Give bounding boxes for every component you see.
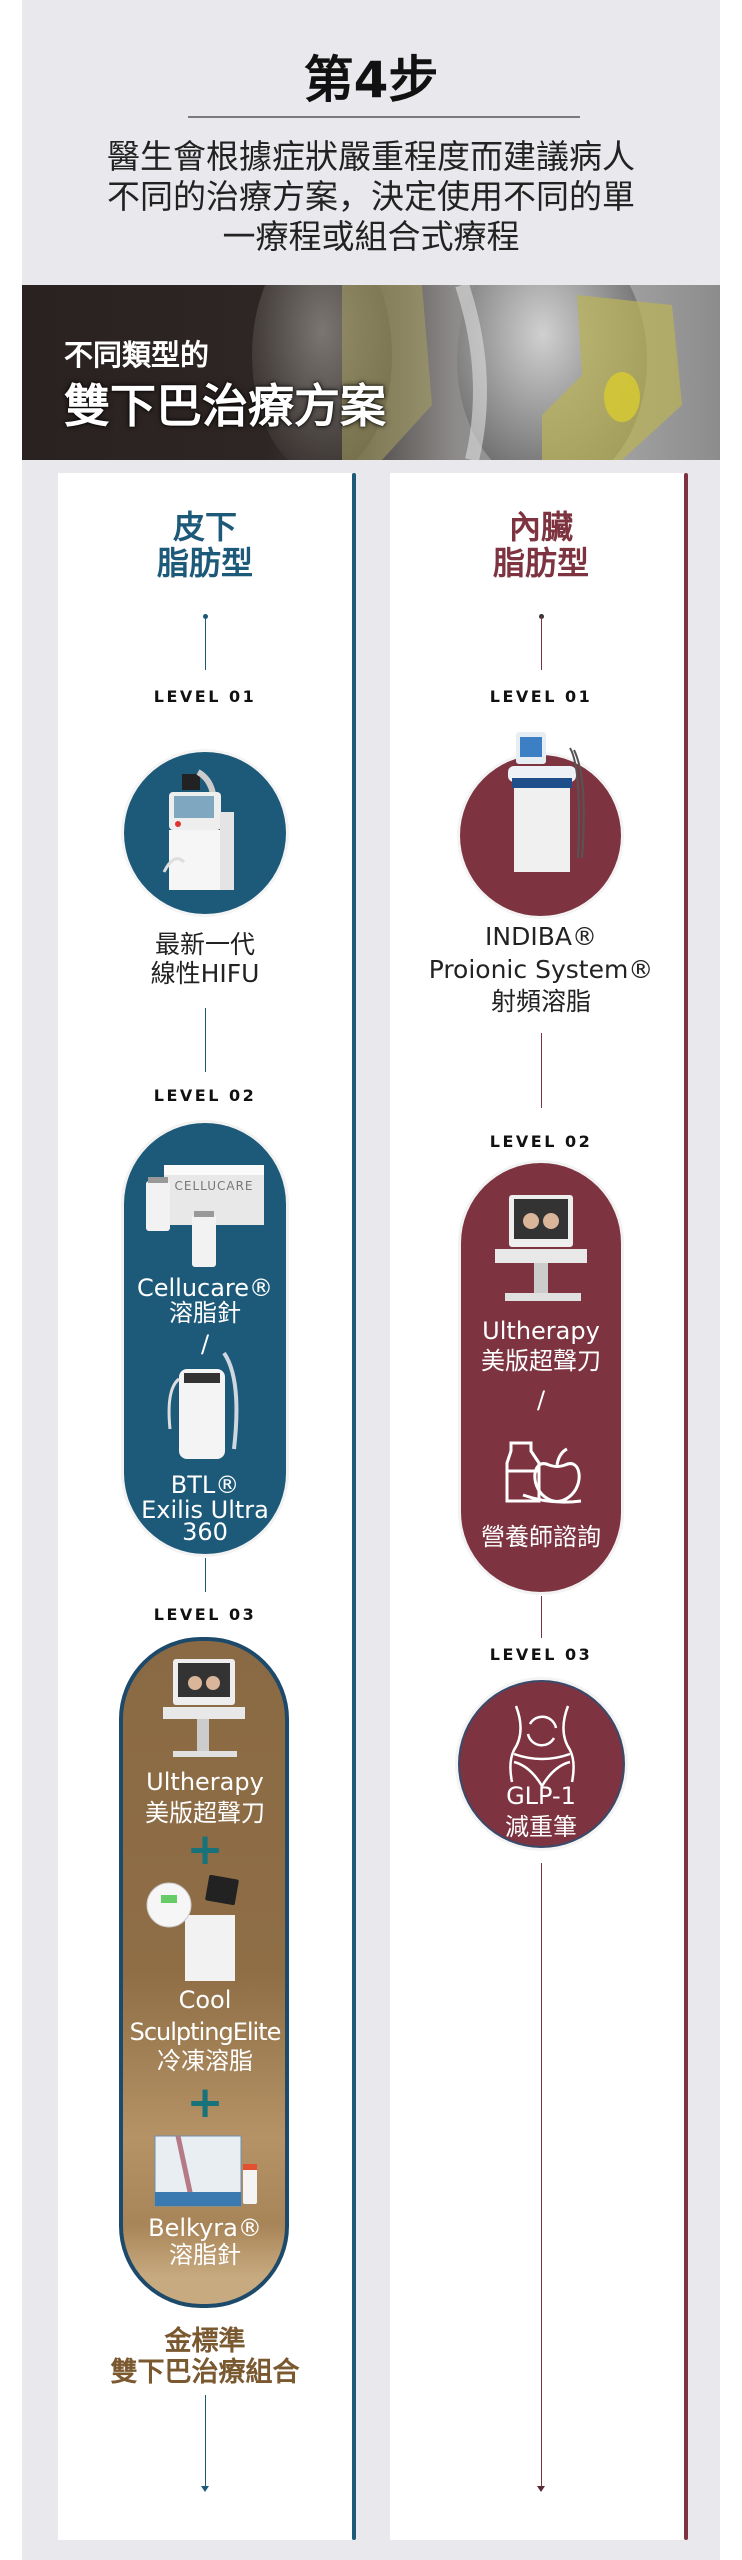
timeline-connector: [541, 1863, 542, 2487]
subcutaneous-heading-1: 皮下: [172, 508, 237, 546]
visceral-level-01-label: LEVEL 01: [489, 687, 593, 706]
indiba-label-3: 射頻溶脂: [490, 987, 591, 1016]
coolsculpting-label-1: Cool: [178, 1986, 232, 2014]
timeline-connector: [205, 1008, 206, 1072]
combo-ultherapy-label-2: 美版超聲刀: [145, 1799, 265, 1827]
coolsculpting-label-2: SculptingElite: [129, 2018, 282, 2046]
indiba-label-2: Proionic System®: [428, 955, 654, 984]
gold-standard-combo-pill: [119, 1637, 289, 2308]
cellucare-box-text: CELLUCARE: [174, 1179, 254, 1193]
gold-standard-label-2: 雙下巴治療組合: [110, 2357, 300, 2388]
visceral-heading-1: 內臟: [508, 508, 573, 546]
ultherapy-machine-icon: [163, 1659, 245, 1757]
body-metabolism-icon: [509, 1705, 575, 1789]
hifu-device-circle: [124, 752, 286, 914]
belkyra-label-2: 溶脂針: [169, 2241, 241, 2269]
cellucare-product-icon: [146, 1165, 264, 1267]
timeline-connector: [541, 616, 542, 670]
indiba-machine-icon: [508, 732, 585, 872]
hifu-machine-icon: [162, 769, 234, 890]
gold-standard-label-1: 金標準: [164, 2326, 246, 2357]
glp1-circle: [458, 1680, 625, 1848]
separator-slash: /: [200, 1330, 210, 1358]
faces-illustration: [252, 285, 682, 460]
visceral-level-02-label: LEVEL 02: [489, 1132, 593, 1151]
arrow-down-icon: [201, 2486, 209, 2492]
cellucare-label-2: 溶脂針: [169, 1299, 241, 1327]
combo-ultherapy-label-1: Ultherapy: [146, 1768, 264, 1796]
visceral-level-03-label: LEVEL 03: [489, 1645, 593, 1664]
subcutaneous-level-02-label: LEVEL 02: [153, 1086, 257, 1105]
subcutaneous-border: [352, 473, 356, 2540]
hifu-label-2: 線性HIFU: [150, 959, 260, 988]
banner-title: 雙下巴治療方案: [64, 379, 386, 433]
glp1-label-2: 減重筆: [505, 1813, 577, 1841]
visceral-heading-2: 脂肪型: [492, 544, 589, 582]
separator-slash: /: [536, 1386, 546, 1414]
btl-label-2: Exilis Ultra: [141, 1496, 269, 1524]
btl-label-3: 360: [182, 1518, 228, 1546]
belkyra-product-icon: [154, 2135, 257, 2207]
nutrition-food-icon: [505, 1441, 582, 1504]
banner-subtitle: 不同類型的: [64, 338, 210, 372]
cellucare-label-1: Cellucare®: [136, 1274, 274, 1302]
intro-line-3: 一療程或組合式療程: [222, 217, 520, 256]
subcutaneous-level-01-label: LEVEL 01: [153, 687, 257, 706]
indiba-label-1: INDIBA®: [485, 922, 597, 951]
visceral-border: [684, 473, 688, 2540]
subcutaneous-level-02-pill: CELLUCARE: [124, 1123, 286, 1554]
title-divider: [188, 116, 580, 118]
ultherapy-machine-icon: [495, 1195, 587, 1301]
hifu-label-1: 最新一代: [154, 930, 255, 959]
btl-label-1: BTL®: [170, 1471, 240, 1499]
timeline-connector: [205, 1558, 206, 1592]
intro-line-2: 不同的治療方案，決定使用不同的單: [107, 177, 635, 216]
subcutaneous-level-03-label: LEVEL 03: [153, 1605, 257, 1624]
coolsculpting-machine-icon: [146, 1875, 239, 1981]
coolsculpting-label-3: 冷凍溶脂: [157, 2047, 253, 2075]
glp1-label-1: GLP-1: [506, 1782, 576, 1810]
visceral-level-02-pill: [461, 1163, 621, 1592]
plus-icon: +: [186, 2077, 224, 2128]
timeline-connector: [541, 1596, 542, 1638]
nutritionist-label: 營養師諮詢: [481, 1523, 601, 1551]
intro-line-1: 醫生會根據症狀嚴重程度而建議病人: [107, 137, 635, 176]
btl-exilis-machine-icon: [167, 1351, 239, 1459]
arrow-down-icon: [537, 2486, 545, 2492]
ultherapy-label-1: Ultherapy: [482, 1317, 600, 1345]
timeline-connector: [205, 2395, 206, 2487]
belkyra-label-1: Belkyra®: [148, 2214, 262, 2242]
timeline-connector: [541, 1033, 542, 1108]
subcutaneous-heading-2: 脂肪型: [156, 544, 253, 582]
step-title: 第4步: [303, 51, 439, 109]
ultherapy-label-2: 美版超聲刀: [481, 1347, 601, 1375]
banner-image: [22, 285, 720, 460]
timeline-connector: [205, 616, 206, 670]
plus-icon: +: [186, 1824, 224, 1875]
